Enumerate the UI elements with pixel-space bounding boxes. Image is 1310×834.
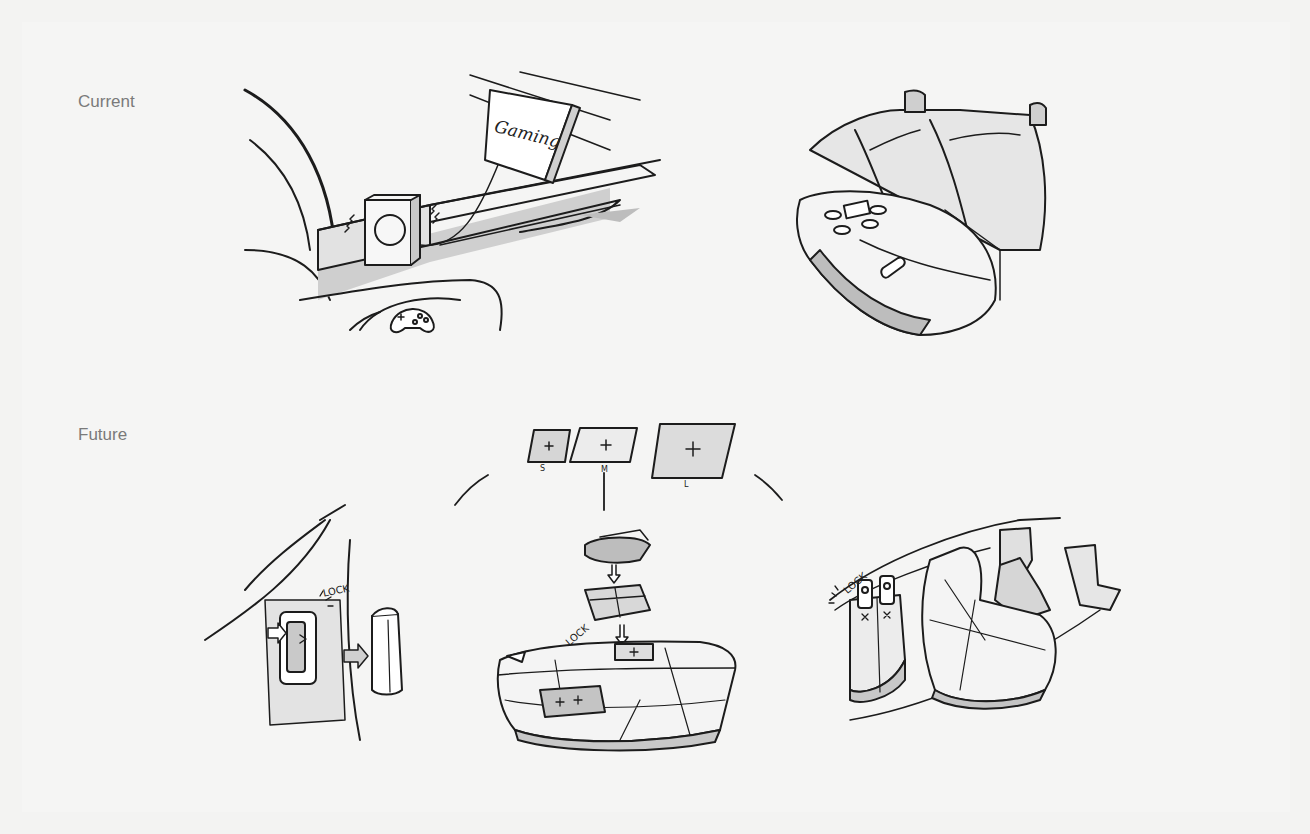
size-letter: S (540, 465, 545, 473)
front-console-sketch (245, 72, 660, 332)
center-console-sketch (498, 530, 736, 750)
cabin-seats-sketch (829, 518, 1120, 720)
size-letter: M (601, 466, 608, 474)
row-heading: Future (78, 426, 127, 443)
tile-sizes-sketch (455, 424, 782, 510)
size-letter: L (684, 481, 688, 489)
row-heading: Current (78, 93, 135, 110)
door-panel-sketch (205, 505, 402, 740)
rear-seat-sketch (797, 91, 1046, 335)
panel-background (22, 22, 1290, 812)
